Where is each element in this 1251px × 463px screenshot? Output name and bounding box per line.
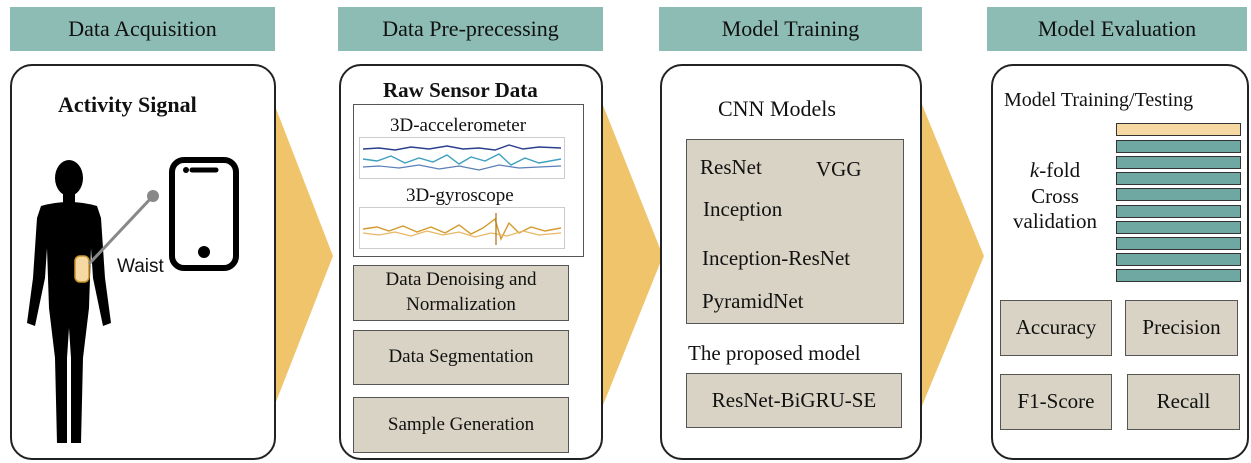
fold-bar — [1116, 237, 1241, 250]
stage-header-training: Model Training — [659, 7, 922, 51]
fold-bar — [1116, 156, 1241, 169]
activity-signal-title: Activity Signal — [58, 92, 197, 117]
accelerometer-label: 3D-accelerometer — [390, 115, 527, 136]
cnn-models-title: CNN Models — [718, 96, 836, 121]
gyroscope-signal-plot — [359, 207, 565, 249]
cnn-models-box — [686, 139, 904, 324]
fold-bar — [1116, 221, 1241, 234]
kfold-line2: Cross — [1031, 183, 1079, 208]
arrow-2 — [593, 80, 663, 430]
arrow-1 — [265, 80, 333, 430]
metric-precision: Precision — [1125, 300, 1238, 356]
stage-header-acquisition: Data Acquisition — [10, 7, 275, 51]
stage-header-preprocessing: Data Pre-precessing — [338, 7, 603, 51]
fold-bar — [1116, 172, 1241, 185]
arrow-3 — [912, 80, 984, 430]
model-resnet: ResNet — [700, 155, 762, 179]
gyroscope-label: 3D-gyroscope — [406, 185, 514, 206]
raw-sensor-title: Raw Sensor Data — [383, 78, 538, 102]
kfold-suffix: -fold — [1039, 158, 1081, 182]
metric-f1-score: F1-Score — [1000, 374, 1112, 430]
model-pyramidnet: PyramidNet — [702, 289, 804, 313]
training-testing-title: Model Training/Testing — [1004, 89, 1194, 111]
proposed-model-box: ResNet-BiGRU-SE — [686, 373, 902, 428]
accelerometer-signal-plot — [359, 137, 565, 179]
fold-bar — [1116, 188, 1241, 201]
fold-bar — [1116, 140, 1241, 153]
denoising-step-box: Data Denoising and Normalization — [353, 265, 569, 321]
stage-header-evaluation: Model Evaluation — [987, 7, 1247, 51]
smartphone-icon — [169, 157, 239, 271]
model-vgg: VGG — [816, 157, 862, 181]
fold-bar — [1116, 205, 1241, 218]
sample-generation-step-box: Sample Generation — [353, 397, 569, 453]
metric-recall: Recall — [1127, 374, 1240, 430]
kfold-line3: validation — [1013, 209, 1097, 234]
fold-test-bar — [1116, 123, 1241, 136]
waist-label: Waist — [117, 256, 164, 277]
model-inception: Inception — [703, 197, 783, 221]
kfold-label: k-fold Cross validation — [1000, 158, 1110, 235]
fold-bar — [1116, 269, 1241, 282]
metric-accuracy: Accuracy — [1000, 300, 1112, 356]
segmentation-step-box: Data Segmentation — [353, 330, 569, 385]
fold-bar — [1116, 253, 1241, 266]
model-inception-resnet: Inception-ResNet — [702, 246, 851, 270]
sensor-pointer-line — [87, 190, 159, 266]
proposed-model-title: The proposed model — [688, 341, 861, 365]
kfold-k: k — [1029, 158, 1040, 182]
